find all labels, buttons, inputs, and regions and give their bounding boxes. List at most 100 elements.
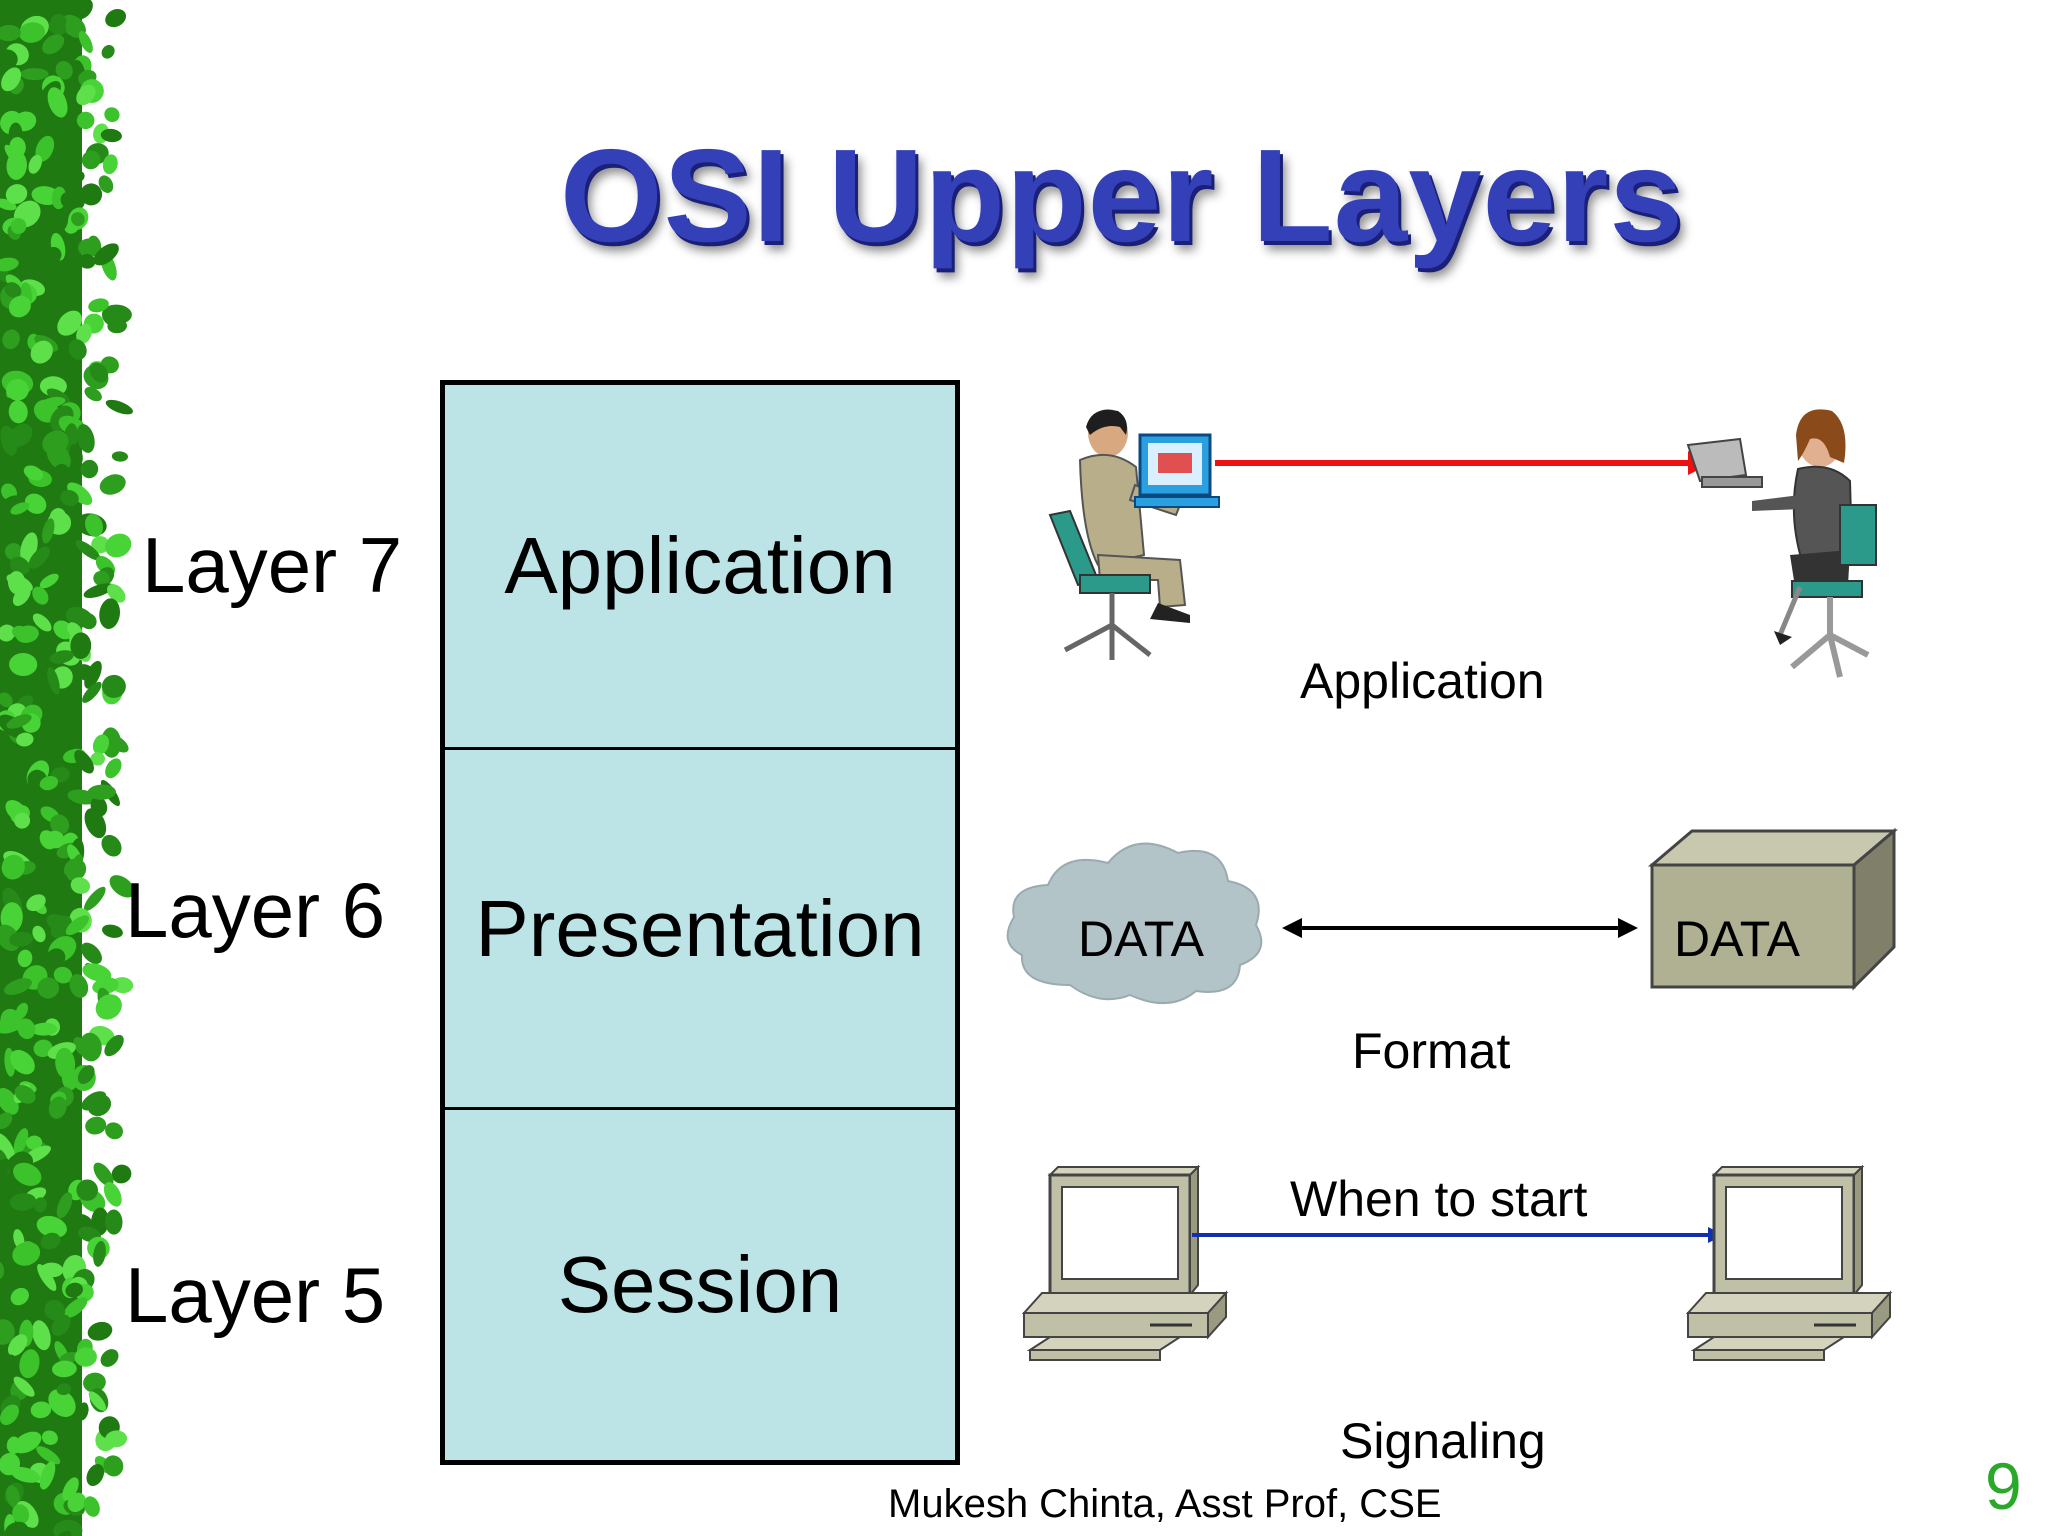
leaf-decoration <box>83 1372 106 1393</box>
leaf-decoration <box>26 1135 43 1150</box>
leaf-decoration <box>10 1049 35 1075</box>
leaf-decoration <box>4 282 22 298</box>
leaf-decoration <box>93 243 119 266</box>
leaf-decoration <box>52 1360 77 1378</box>
leaf-decoration <box>98 175 114 193</box>
leaf-decoration <box>48 484 60 516</box>
leaf-decoration <box>42 518 55 544</box>
leaf-decoration <box>48 1096 67 1119</box>
leaf-decoration <box>36 1446 61 1465</box>
right-computer-icon <box>1685 1165 1893 1361</box>
leaf-decoration <box>75 540 101 561</box>
leaf-decoration <box>102 924 123 938</box>
leaf-decoration <box>71 212 85 227</box>
presentation-layer-cell: Presentation <box>445 747 955 1107</box>
leaf-decoration <box>85 514 103 537</box>
leaf-decoration <box>109 875 135 898</box>
leaf-decoration <box>70 877 91 894</box>
leaf-decoration <box>60 191 85 211</box>
leaf-decoration <box>4 1354 19 1378</box>
osi-upper-stack: Application Presentation Session <box>440 380 960 1465</box>
leaf-decoration <box>57 1246 70 1262</box>
leaf-decoration <box>36 1215 67 1238</box>
leaf-decoration <box>99 474 126 495</box>
leaf-decoration <box>105 399 133 415</box>
leaf-decoration <box>80 459 99 479</box>
leaf-decoration <box>55 61 73 80</box>
leaf-decoration <box>57 310 83 336</box>
leaf-decoration <box>45 246 62 264</box>
leaf-decoration <box>0 24 21 42</box>
application-layer-cell: Application <box>445 385 955 747</box>
leaf-decoration <box>1 854 25 880</box>
leaf-decoration <box>16 732 34 747</box>
leaf-decoration <box>50 814 70 835</box>
leaf-decoration <box>30 340 53 364</box>
leaf-decoration <box>42 34 65 55</box>
leaf-decoration <box>91 1207 109 1236</box>
leaf-decoration <box>19 1349 40 1379</box>
leaf-decoration <box>104 107 120 123</box>
leaf-decoration <box>83 886 106 911</box>
leafy-border-decoration <box>0 0 135 1536</box>
leaf-decoration <box>28 154 42 174</box>
leaf-decoration <box>0 461 20 484</box>
session-layer-name: Session <box>557 1240 843 1329</box>
leaf-decoration <box>82 963 112 982</box>
layer-5-label: Layer 5 <box>125 1251 386 1339</box>
box-data-text: DATA <box>1674 911 1800 967</box>
leaf-decoration <box>76 111 95 130</box>
leaf-decoration <box>13 1128 29 1155</box>
leaf-decoration <box>10 763 24 776</box>
left-computer-icon <box>1021 1165 1229 1361</box>
leaf-decoration <box>103 1455 124 1477</box>
leaf-decoration <box>48 20 67 35</box>
leaf-decoration <box>55 873 70 899</box>
leaf-decoration <box>12 1504 30 1524</box>
leaf-decoration <box>76 1179 99 1201</box>
leaf-decoration <box>101 834 122 857</box>
leaf-decoration <box>7 1334 28 1357</box>
leaf-decoration <box>0 692 13 708</box>
leaf-decoration <box>33 1039 53 1058</box>
leaf-decoration <box>75 664 96 681</box>
leaf-decoration <box>87 1321 113 1341</box>
leaf-decoration <box>47 87 68 118</box>
leaf-decoration <box>87 235 102 257</box>
leaf-decoration <box>105 1209 123 1235</box>
leaf-decoration <box>23 465 44 481</box>
leaf-decoration <box>0 1404 19 1426</box>
leaf-decoration <box>26 894 46 912</box>
leaf-decoration <box>76 323 92 344</box>
leaf-decoration <box>8 400 28 424</box>
leaf-decoration <box>56 1192 73 1219</box>
data-cloud-icon <box>1006 842 1263 1005</box>
leaf-decoration <box>33 1197 47 1213</box>
leaf-decoration <box>104 1034 124 1057</box>
leaf-decoration <box>72 0 93 20</box>
leaf-decoration <box>67 1492 86 1513</box>
session-illustration <box>1021 1165 1893 1361</box>
leaf-decoration <box>111 451 129 462</box>
leaf-decoration <box>84 808 107 839</box>
application-caption: Application <box>1300 653 1545 709</box>
leaf-decoration <box>39 1461 56 1490</box>
leaf-decoration <box>103 1182 122 1207</box>
session-layer-cell: Session <box>445 1107 955 1460</box>
leaf-decoration <box>93 570 110 587</box>
leaf-decoration <box>62 1477 79 1501</box>
leaf-decoration <box>83 1496 100 1517</box>
leaf-decoration <box>0 1133 16 1162</box>
leaf-decoration <box>53 966 73 984</box>
leaf-decoration <box>6 1485 20 1508</box>
application-illustration <box>1048 409 1877 678</box>
leaf-decoration <box>95 994 122 1020</box>
leaf-decoration <box>99 598 121 629</box>
leaf-decoration <box>9 931 34 947</box>
presentation-illustration <box>1006 827 1899 1005</box>
leaf-decoration <box>107 583 126 603</box>
leaf-decoration <box>92 734 110 755</box>
session-caption: Signaling <box>1340 1413 1546 1469</box>
leaf-decoration <box>88 1391 106 1411</box>
leaf-decoration <box>32 613 52 632</box>
